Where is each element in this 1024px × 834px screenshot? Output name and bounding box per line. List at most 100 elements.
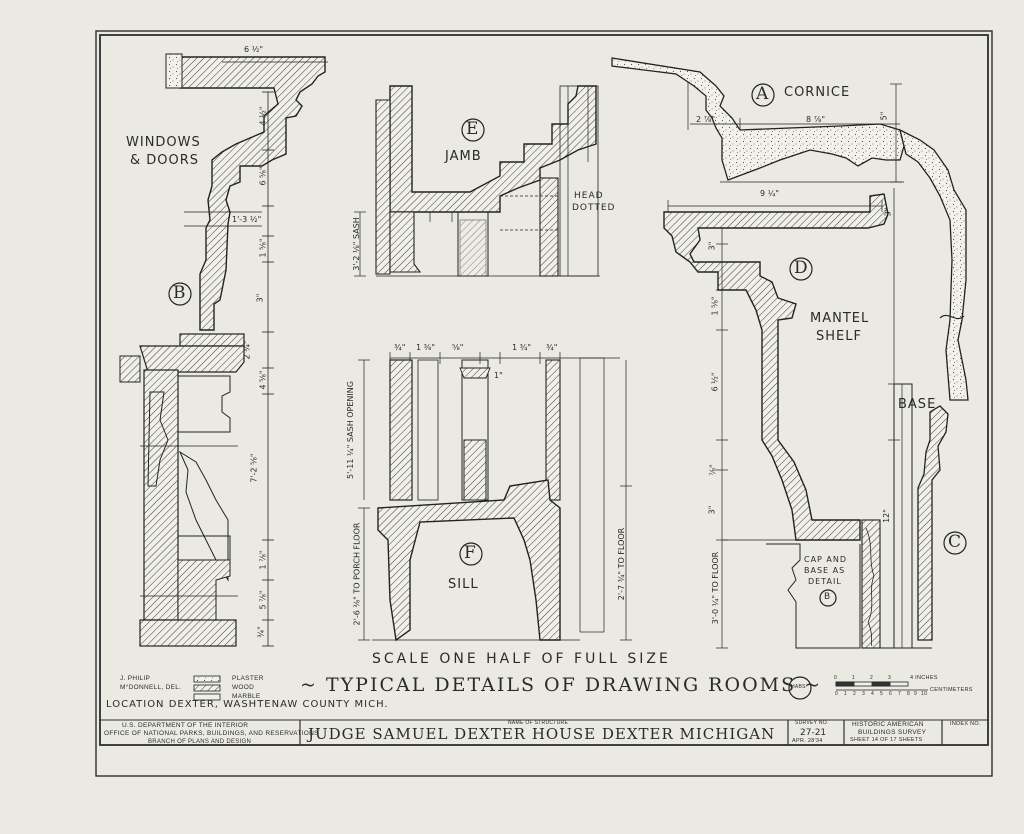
scale-tick-bottom-0: 0 bbox=[835, 691, 839, 697]
detail-d-letter: D bbox=[794, 258, 808, 278]
scale-bar-inches-label: 4 INCHES bbox=[910, 675, 938, 681]
cap-note-2: BASE AS bbox=[804, 566, 846, 575]
scale-tick-bottom-3: 3 bbox=[862, 691, 866, 697]
outer-border bbox=[95, 30, 993, 777]
structure-name: JUDGE SAMUEL DEXTER HOUSE DEXTER MICHIGA… bbox=[308, 725, 776, 743]
legend-marble: MARBLE bbox=[232, 693, 261, 700]
scale-text: SCALE ONE HALF OF FULL SIZE bbox=[372, 651, 671, 667]
head-note-2: DOTTED bbox=[572, 203, 616, 213]
habs-seal-text: HABS bbox=[791, 684, 806, 690]
habs-title-1: HISTORIC AMERICAN bbox=[852, 721, 924, 728]
cap-note-circle bbox=[819, 589, 837, 607]
survey-date: APR. 28'34 bbox=[792, 738, 823, 744]
dim-b-10: 5 ⅞" bbox=[258, 590, 268, 610]
dim-d-4: 6 ½" bbox=[710, 372, 720, 392]
detail-c-label: BASE bbox=[898, 397, 937, 412]
dim-f-top-4: 1 ¾" bbox=[512, 343, 532, 352]
scale-bar-cm-label: CENTIMETERS bbox=[930, 687, 973, 693]
dim-b-top: 6 ½" bbox=[244, 45, 264, 54]
delineator-1: J. PHILIP bbox=[120, 675, 151, 682]
dim-c-1: 3" bbox=[883, 207, 893, 217]
scale-tick-bottom-2: 2 bbox=[853, 691, 857, 697]
detail-a-label: CORNICE bbox=[784, 85, 851, 100]
dim-a-3: 5" bbox=[879, 111, 889, 121]
detail-d-label-2: SHELF bbox=[816, 329, 862, 344]
detail-a-letter: A bbox=[756, 84, 769, 104]
scale-tick-bottom-7: 7 bbox=[898, 691, 902, 697]
survey-no: 27-21 bbox=[800, 728, 827, 738]
structure-name-label: NAME OF STRUCTURE bbox=[508, 720, 569, 726]
detail-f-profile bbox=[358, 352, 632, 642]
inner-border bbox=[99, 34, 989, 746]
dim-f-top-3: ⅝" bbox=[452, 343, 464, 352]
dim-b-9: 1 ⅞" bbox=[258, 550, 268, 570]
detail-f-circle bbox=[459, 542, 483, 566]
detail-e-label: JAMB bbox=[445, 149, 482, 164]
survey-no-label: SURVEY NO. bbox=[795, 720, 829, 726]
legend-wood-swatch bbox=[193, 684, 221, 692]
dim-b-4: 1 ⅝" bbox=[258, 238, 268, 258]
dim-b-7: 4 ⅝" bbox=[258, 370, 268, 390]
dim-e-1: 3'-2 ⅛" SASH bbox=[351, 217, 361, 271]
detail-e-circle bbox=[461, 118, 485, 142]
detail-c-letter: C bbox=[948, 532, 962, 552]
dim-d-2: 3" bbox=[707, 241, 717, 251]
dim-f-top-5: ¾" bbox=[546, 343, 558, 352]
detail-b-label-2: & DOORS bbox=[130, 153, 200, 168]
detail-a-circle bbox=[751, 83, 775, 107]
detail-f-label: SILL bbox=[448, 577, 479, 592]
habs-title-2: BUILDINGS SURVEY bbox=[858, 729, 927, 736]
scale-bar bbox=[835, 681, 928, 691]
dim-b-8: 7'-2 ⅝" bbox=[249, 453, 259, 483]
detail-e-letter: E bbox=[466, 119, 479, 139]
scale-tick-bottom-5: 5 bbox=[880, 691, 884, 697]
dim-f-3: 2'-7 ¾" TO FLOOR bbox=[617, 527, 627, 601]
dim-d-6: 3" bbox=[707, 505, 717, 515]
detail-a-profile bbox=[611, 57, 969, 401]
dim-b-11: ¾" bbox=[256, 626, 266, 638]
dim-d-7: 3'-0 ¼" TO FLOOR bbox=[711, 551, 721, 625]
detail-d-profile bbox=[663, 193, 889, 649]
location-text: LOCATION DEXTER, WASHTENAW COUNTY MICH. bbox=[106, 699, 389, 710]
sheet-number: SHEET 14 OF 17 SHEETS bbox=[850, 737, 923, 743]
cap-note-letter: B bbox=[824, 592, 831, 602]
detail-f-letter: F bbox=[464, 543, 476, 563]
legend-marble-swatch bbox=[193, 693, 221, 701]
scale-tick-bottom-10: 10 bbox=[921, 691, 928, 697]
scale-tick-bottom-4: 4 bbox=[871, 691, 875, 697]
legend-plaster-swatch bbox=[193, 675, 221, 683]
scale-tick-top-3: 3 bbox=[888, 675, 892, 681]
agency-line-1: U.S. DEPARTMENT OF THE INTERIOR bbox=[122, 722, 249, 729]
cap-note-1: CAP AND bbox=[804, 555, 848, 564]
detail-b-label-1: WINDOWS bbox=[126, 135, 201, 150]
legend-wood: WOOD bbox=[232, 684, 255, 691]
detail-d-label-1: MANTEL bbox=[810, 311, 870, 326]
scale-tick-bottom-9: 9 bbox=[914, 691, 918, 697]
dim-f-1: 5'-11 ¼" SASH OPENING bbox=[345, 381, 355, 479]
agency-line-2: OFFICE OF NATIONAL PARKS, BUILDINGS, AND… bbox=[104, 730, 319, 737]
scale-tick-top-1: 1 bbox=[852, 675, 856, 681]
dim-a-1: 2 ⅞" bbox=[696, 115, 716, 124]
scale-tick-bottom-6: 6 bbox=[889, 691, 893, 697]
detail-d-circle bbox=[789, 257, 813, 281]
dim-b-2: 6 ⅝" bbox=[258, 166, 268, 186]
dim-b-6: 2 ¾" bbox=[242, 340, 252, 360]
detail-e-profile bbox=[354, 85, 600, 277]
legend-plaster: PLASTER bbox=[232, 675, 264, 682]
scale-tick-top-0: 0 bbox=[834, 675, 838, 681]
agency-line-3: BRANCH OF PLANS AND DESIGN bbox=[148, 739, 252, 745]
dim-b-5: 3" bbox=[255, 293, 265, 303]
habs-seal bbox=[788, 676, 812, 700]
dim-d-1: 9 ¼" bbox=[760, 189, 780, 198]
dim-f-small: 1" bbox=[494, 371, 503, 380]
dim-f-top-2: 1 ⅜" bbox=[416, 343, 436, 352]
cap-note-3: DETAIL bbox=[808, 577, 842, 586]
head-note-1: HEAD bbox=[574, 191, 604, 201]
scale-tick-bottom-1: 1 bbox=[844, 691, 848, 697]
scale-tick-top-2: 2 bbox=[870, 675, 874, 681]
detail-b-circle bbox=[168, 282, 192, 306]
dim-f-2: 2'-6 ⅜" TO PORCH FLOOR bbox=[352, 522, 362, 626]
dim-b-3: 1'-3 ½" bbox=[232, 215, 262, 224]
